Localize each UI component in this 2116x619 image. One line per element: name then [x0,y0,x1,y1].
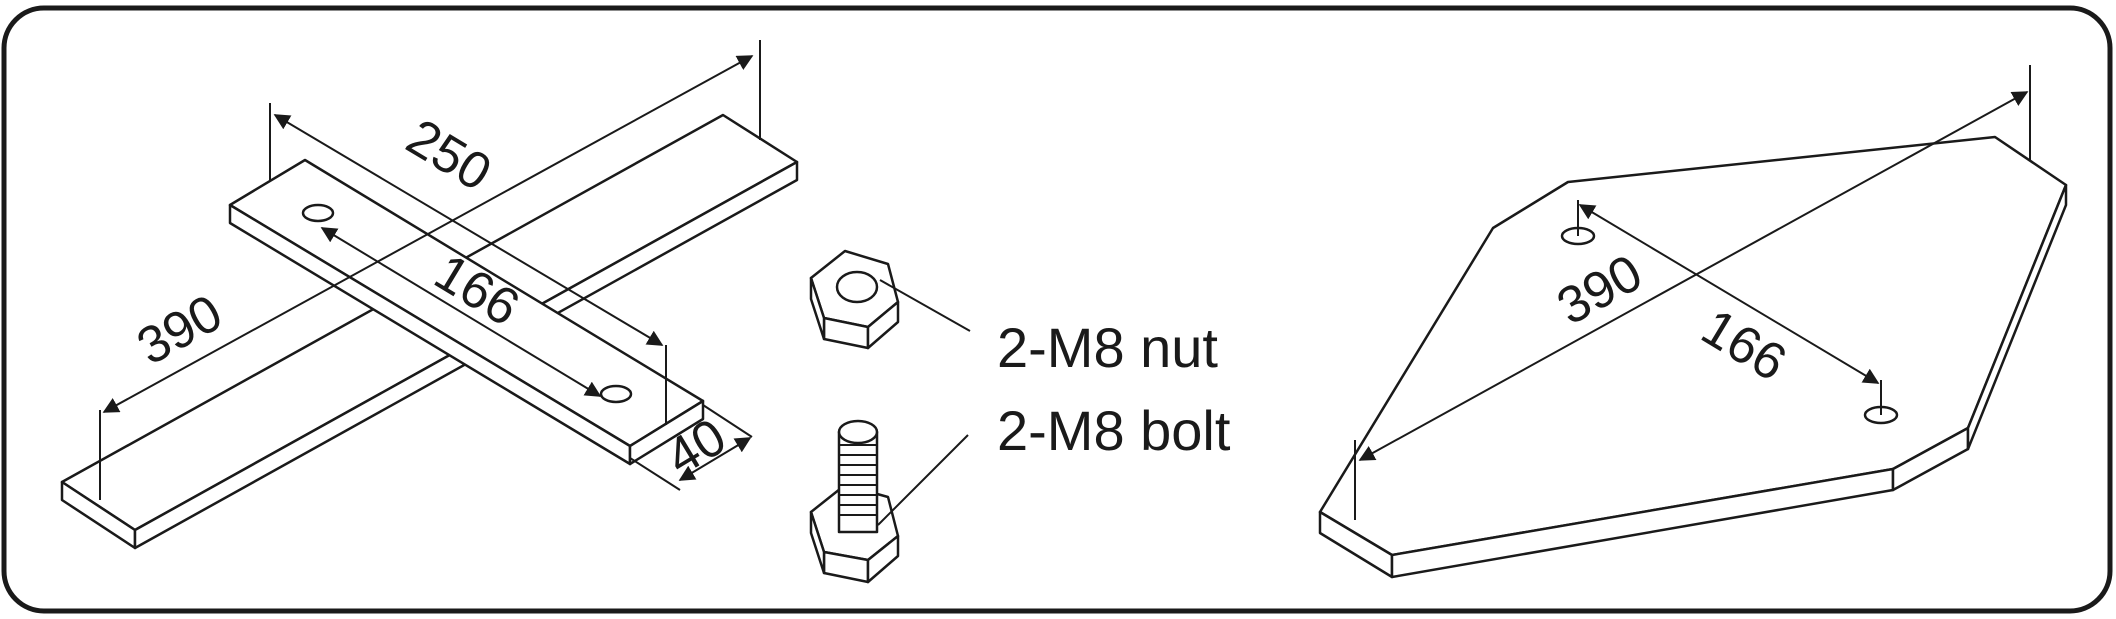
nut-label: 2-M8 nut [997,316,1218,379]
nut-leader-line [879,279,971,332]
plate-dim-line-166 [1578,204,1880,384]
bolt-label: 2-M8 bolt [997,399,1231,462]
cross-bracket-assembly: 250 390 166 40 [60,40,799,550]
dim-line-166 [320,227,602,397]
hole-right [599,384,633,404]
outer-frame [1,5,2113,614]
m8-nut-icon [809,249,900,350]
dim-label-250: 250 [397,108,501,202]
dim-line-40 [678,437,752,481]
hole-left [301,203,335,223]
bolt-leader-line [877,434,969,526]
mounting-plate: 390 166 [1318,65,2068,579]
dim-label-390: 390 [128,284,232,377]
m8-bolt-icon [809,419,900,584]
